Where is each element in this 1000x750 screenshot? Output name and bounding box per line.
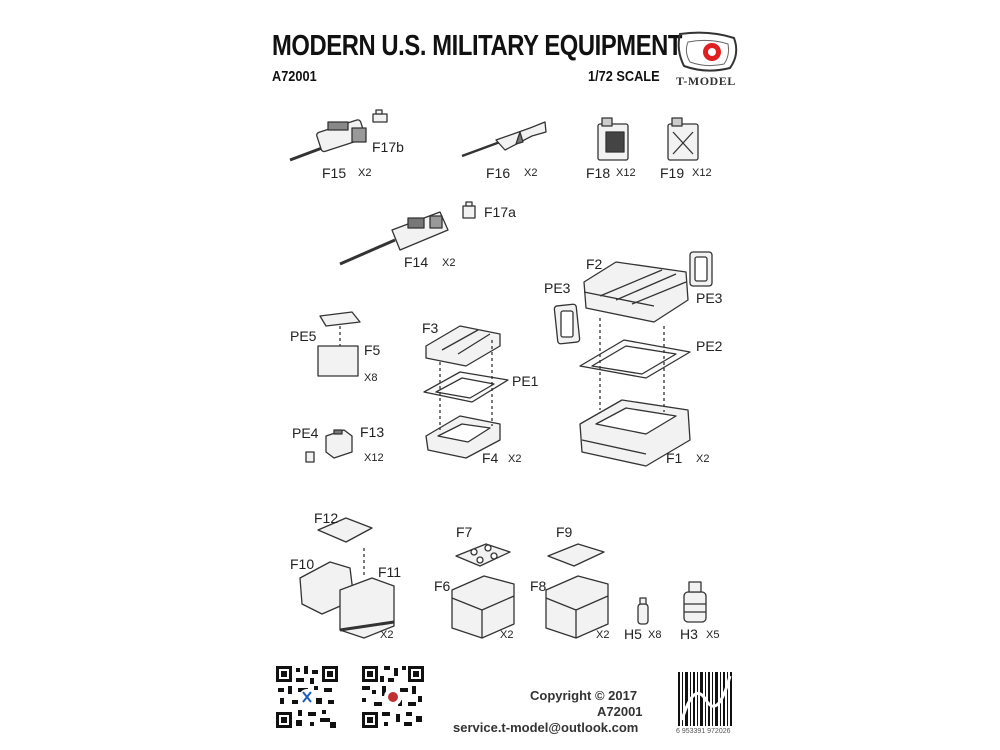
part-f2-crate-lid [583,261,689,323]
qty-h3: X5 [706,629,720,641]
part-f7-lid [455,543,511,567]
label-f1: F1 [666,450,683,466]
qty-f1: X2 [696,453,710,465]
part-f16-rifle [461,121,547,158]
part-f17b-bracket [372,109,388,123]
part-h5-bottle [637,597,649,625]
brand-logo-icon [677,31,738,72]
barcode-number: 6 953391 972026 [676,728,731,735]
product-code: A72001 [272,68,317,85]
label-h3: H3 [680,626,698,642]
qty-f13: X12 [364,452,384,464]
part-f8-cooler [545,575,609,639]
page-title: MODERN U.S. MILITARY EQUIPMENT [272,30,683,62]
label-f3: F3 [422,320,439,336]
label-f4: F4 [482,450,499,466]
qty-h5: X8 [648,629,662,641]
label-pe4: PE4 [292,425,319,441]
label-f6: F6 [434,578,451,594]
wechat-qr-code-icon [360,664,426,730]
qty-f6: X2 [500,629,514,641]
part-f18-jerry-can [597,117,629,161]
label-f18: F18 [586,165,611,181]
copyright-text: Copyright © 2017 [530,688,638,703]
qty-f18: X12 [616,167,636,179]
part-f12-lid [317,517,373,543]
part-f17a-bracket [462,201,476,219]
qr-code-icon [274,664,340,730]
label-pe3-right: PE3 [696,290,723,306]
qty-f10: X2 [380,629,394,641]
label-h5: H5 [624,626,642,642]
part-f15-machine-gun [289,119,367,162]
label-f14: F14 [404,254,429,270]
label-f17b: F17b [372,139,404,155]
label-pe2: PE2 [696,338,723,354]
label-f5: F5 [364,342,381,358]
qty-f8: X2 [596,629,610,641]
label-f12: F12 [314,510,339,526]
part-pe3-plate-left [553,303,581,345]
part-h3-water-jug [683,581,707,623]
label-f8: F8 [530,578,547,594]
part-f4-crate-base [425,415,501,459]
part-f9-lid [547,543,605,567]
label-f19: F19 [660,165,685,181]
part-f3-crate-lid [425,325,501,367]
label-pe3-left: PE3 [544,280,571,296]
part-f1-crate-base [579,399,691,467]
part-f13-small-box [305,429,353,463]
label-pe1: PE1 [512,373,539,389]
brand-name: T-MODEL [676,74,736,88]
label-f9: F9 [556,524,573,540]
label-f17a: F17a [484,204,516,220]
part-pe3-plate-right [689,251,713,287]
part-f5-ammo-box [317,311,361,377]
part-f6-cooler [451,575,515,639]
qty-f4: X2 [508,453,522,465]
part-f10-f11-container [299,548,395,639]
label-f2: F2 [586,256,603,272]
footer-product-code: A72001 [597,704,643,719]
qty-f16: X2 [524,167,538,179]
label-f13: F13 [360,424,385,440]
label-f7: F7 [456,524,473,540]
part-pe2-gasket [579,339,691,379]
part-f19-jerry-can [667,117,699,161]
barcode-icon [678,672,732,726]
label-pe5: PE5 [290,328,317,344]
label-f11: F11 [378,564,402,580]
part-pe1-gasket [423,371,509,403]
contact-email: service.t-model@outlook.com [453,720,639,735]
qty-f19: X12 [692,167,712,179]
scale-label: 1/72 SCALE [588,68,660,85]
qty-f15: X2 [358,167,372,179]
qty-f14: X2 [442,257,456,269]
label-f16: F16 [486,165,511,181]
label-f15: F15 [322,165,347,181]
qty-f5: X8 [364,372,378,384]
part-f14-heavy-machine-gun [339,211,449,266]
label-f10: F10 [290,556,315,572]
